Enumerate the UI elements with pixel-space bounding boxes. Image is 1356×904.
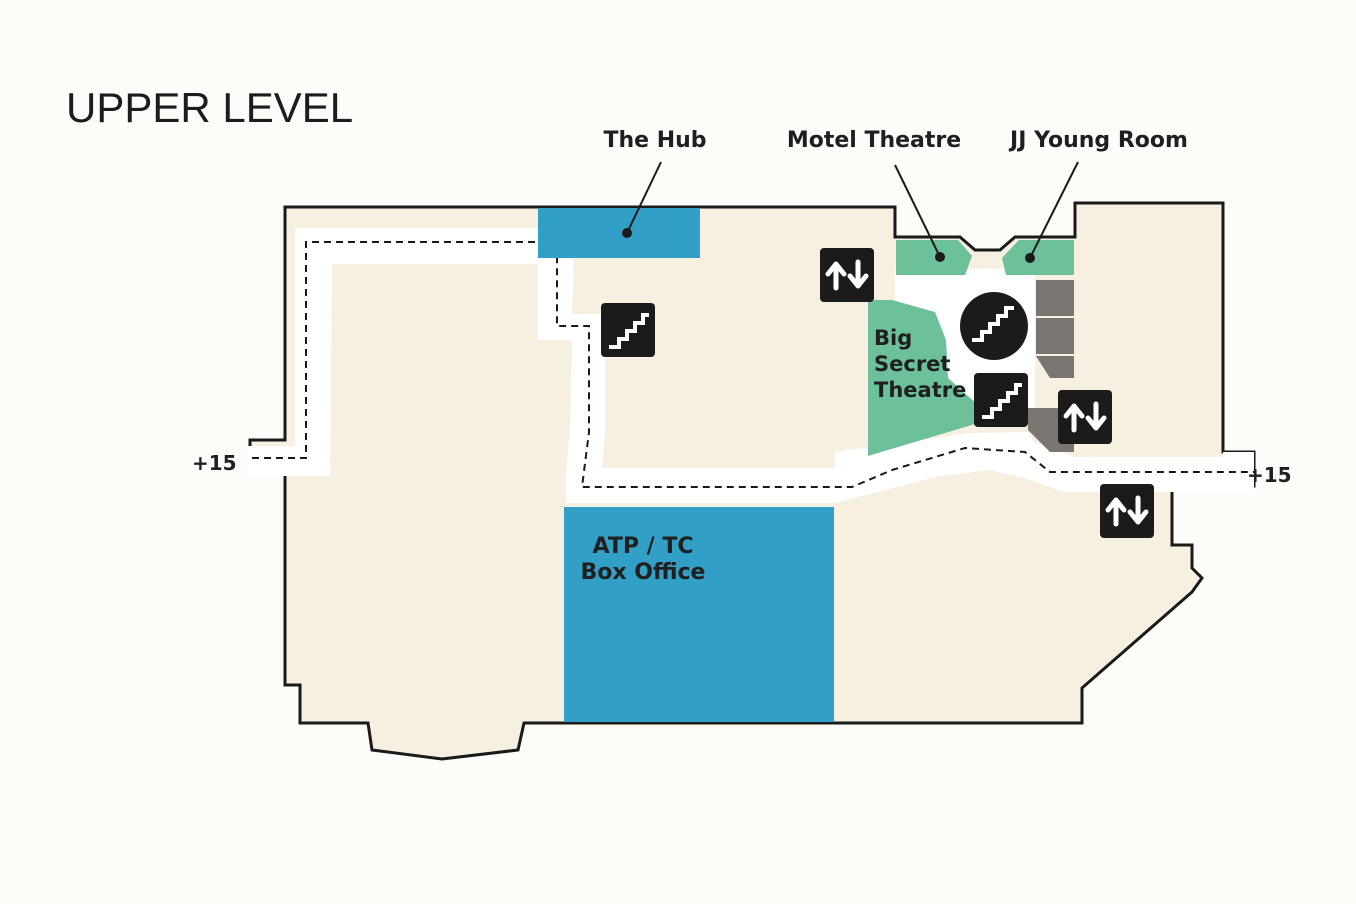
elevator-icon (820, 248, 874, 302)
room-jj-young[interactable] (1002, 240, 1074, 275)
stairs-icon (960, 292, 1028, 360)
elevator-icon (1100, 484, 1154, 538)
room-the-hub[interactable] (538, 208, 700, 258)
label-jj-young-room: JJ Young Room (1008, 128, 1188, 153)
label-box-office-2: Box Office (581, 560, 706, 585)
leader-lines (622, 161, 1079, 263)
label-box-office-1: ATP / TC (593, 534, 694, 559)
label-big-secret-2: Secret (874, 352, 950, 376)
room-big-secret-theatre[interactable] (868, 300, 978, 456)
label-skywalk-right: +15 (1247, 463, 1292, 487)
level-title: UPPER LEVEL (66, 84, 354, 131)
label-big-secret-1: Big (874, 326, 912, 350)
label-big-secret-3: Theatre (874, 378, 966, 402)
stairs-icon (974, 373, 1028, 427)
stairs-icon (601, 303, 655, 357)
room-box-office[interactable] (564, 507, 834, 722)
label-motel-theatre: Motel Theatre (787, 128, 961, 153)
label-skywalk-left: +15 (192, 451, 237, 475)
accessible-route (252, 241, 1254, 488)
elevator-icon (1058, 390, 1112, 444)
room-motel-theatre[interactable] (896, 240, 972, 275)
label-the-hub: The Hub (603, 128, 706, 153)
corridor-west (248, 228, 1254, 503)
